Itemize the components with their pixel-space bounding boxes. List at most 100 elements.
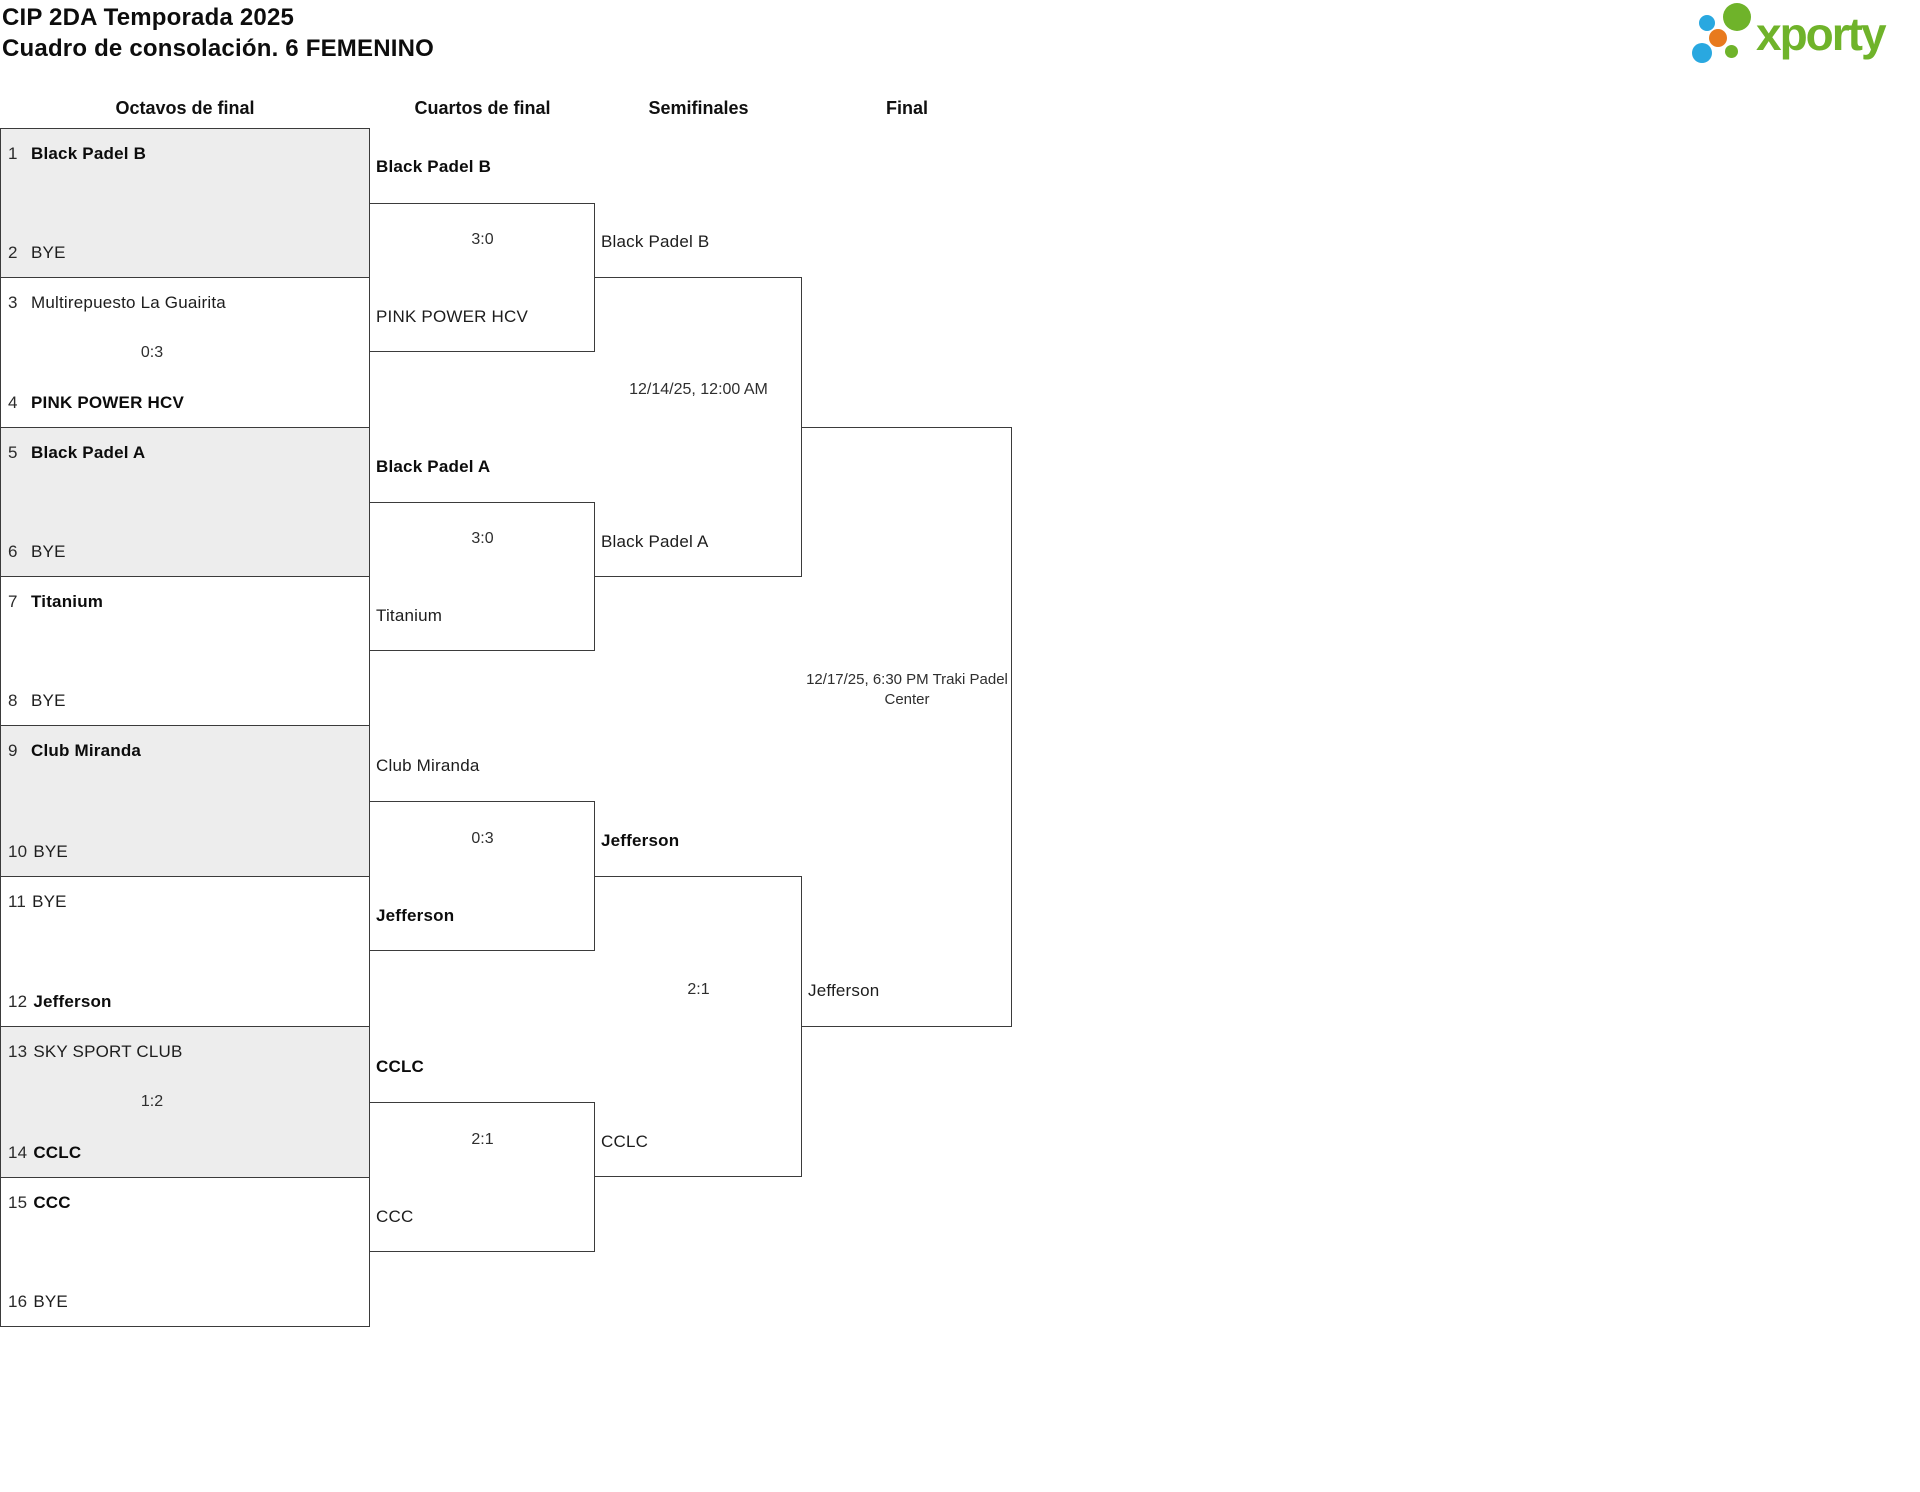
- team-name: CCLC: [33, 1143, 82, 1162]
- sf2-score: 2:1: [687, 981, 710, 998]
- sf1-team1-label[interactable]: Black Padel B: [601, 232, 710, 251]
- qf4-team2-label[interactable]: CCC: [376, 1207, 414, 1226]
- seed-number: 12: [8, 992, 28, 1011]
- team-slot[interactable]: 16 BYE: [8, 1292, 68, 1312]
- xporty-logo[interactable]: xporty: [1688, 0, 1920, 72]
- qf4-team1-label[interactable]: CCLC: [376, 1057, 425, 1076]
- qf4-score: 2:1: [471, 1131, 494, 1148]
- team-slot[interactable]: 14 CCLC: [8, 1143, 81, 1163]
- r16-match-6[interactable]: 11 BYE 12 Jefferson: [0, 876, 370, 1026]
- bracket-subtitle: Cuadro de consolación. 6 FEMENINO: [2, 35, 434, 62]
- r16-match-7[interactable]: 13 SKY SPORT CLUB 1:2 14 CCLC: [0, 1026, 370, 1177]
- logo-dot-orange-icon: [1709, 29, 1727, 47]
- round-header-cuartos: Cuartos de final: [414, 98, 551, 118]
- team-name: BYE: [33, 1292, 68, 1311]
- round-header-octavos: Octavos de final: [115, 98, 255, 118]
- team-slot[interactable]: 13 SKY SPORT CLUB: [8, 1042, 183, 1062]
- team-name: BYE: [33, 842, 68, 861]
- match-score: [1, 492, 303, 512]
- team-slot[interactable]: 4 PINK POWER HCV: [8, 393, 184, 413]
- team-name: SKY SPORT CLUB: [33, 1042, 183, 1061]
- match-score: 1:2: [140, 1093, 164, 1110]
- qf-match-2-box[interactable]: [370, 502, 595, 651]
- qf1-team1-label[interactable]: Black Padel B: [376, 157, 492, 176]
- team-name: Black Padel B: [31, 144, 147, 163]
- seed-number: 1: [8, 144, 18, 163]
- seed-number: 16: [8, 1292, 28, 1311]
- team-name: Jefferson: [33, 992, 112, 1011]
- qf3-team2-label[interactable]: Jefferson: [376, 906, 455, 925]
- team-slot[interactable]: 11 BYE: [8, 892, 67, 912]
- round-header-semifinales: Semifinales: [648, 98, 749, 118]
- match-score: [1, 641, 303, 661]
- team-name: BYE: [31, 691, 66, 710]
- team-name: BYE: [31, 542, 66, 561]
- logo-dot-blue-large-icon: [1692, 43, 1712, 63]
- qf2-team1-label[interactable]: Black Padel A: [376, 457, 491, 476]
- match-score: [1, 193, 303, 213]
- sf2-team1-label[interactable]: Jefferson: [601, 831, 680, 850]
- team-name: BYE: [32, 892, 67, 911]
- qf2-team2-label[interactable]: Titanium: [376, 606, 443, 625]
- team-name: BYE: [31, 243, 66, 262]
- qf-match-4-box[interactable]: [370, 1102, 595, 1252]
- qf-match-3-box[interactable]: [370, 801, 595, 951]
- sf2-team2-label[interactable]: CCLC: [601, 1132, 649, 1151]
- logo-dot-green-large-icon: [1723, 3, 1751, 31]
- logo-wordmark: xporty: [1756, 8, 1887, 60]
- r16-match-4[interactable]: 7 Titanium 8 BYE: [0, 576, 370, 725]
- team-name: Club Miranda: [31, 741, 142, 760]
- tournament-title: CIP 2DA Temporada 2025: [2, 4, 295, 31]
- sf1-team2-label[interactable]: Black Padel A: [601, 532, 709, 551]
- seed-number: 14: [8, 1143, 28, 1162]
- match-score: [1, 1242, 303, 1262]
- seed-number: 3: [8, 293, 18, 312]
- seed-number: 9: [8, 741, 18, 760]
- round-header-final: Final: [885, 98, 928, 118]
- sf1-schedule: 12/14/25, 12:00 AM: [629, 381, 768, 398]
- match-score: 0:3: [140, 343, 164, 361]
- seed-number: 5: [8, 443, 18, 462]
- qf2-score: 3:0: [471, 530, 494, 547]
- final-schedule: 12/17/25, 6:30 PM Traki Padel Center: [806, 671, 1008, 708]
- qf-match-1-box[interactable]: [370, 203, 595, 352]
- team-slot[interactable]: 12 Jefferson: [8, 992, 112, 1012]
- seed-number: 11: [8, 892, 27, 911]
- seed-number: 6: [8, 542, 18, 561]
- final-team2-label[interactable]: Jefferson: [808, 981, 880, 1000]
- team-slot[interactable]: 6 BYE: [8, 542, 66, 562]
- sf-match-1-box[interactable]: [595, 277, 802, 577]
- team-slot[interactable]: 5 Black Padel A: [8, 443, 145, 463]
- team-name: Black Padel A: [31, 443, 146, 462]
- team-slot[interactable]: 10 BYE: [8, 842, 68, 862]
- seed-number: 13: [8, 1042, 28, 1061]
- seed-number: 4: [8, 393, 18, 412]
- team-name: Titanium: [31, 592, 104, 611]
- r16-match-3[interactable]: 5 Black Padel A 6 BYE: [0, 427, 370, 576]
- seed-number: 8: [8, 691, 18, 710]
- team-slot[interactable]: 7 Titanium: [8, 592, 103, 612]
- qf3-team1-label[interactable]: Club Miranda: [376, 756, 480, 775]
- team-slot[interactable]: 8 BYE: [8, 691, 66, 711]
- r16-match-5[interactable]: 9 Club Miranda 10 BYE: [0, 725, 370, 876]
- sf-match-2-box[interactable]: [595, 876, 802, 1177]
- final-match-box[interactable]: [802, 427, 1012, 1027]
- team-name: CCC: [33, 1193, 71, 1212]
- qf3-score: 0:3: [471, 830, 494, 847]
- qf1-team2-label[interactable]: PINK POWER HCV: [376, 307, 529, 326]
- seed-number: 7: [8, 592, 18, 611]
- qf1-score: 3:0: [471, 231, 494, 248]
- logo-dot-green-small-icon: [1725, 45, 1738, 58]
- seed-number: 10: [8, 842, 28, 861]
- team-slot[interactable]: 9 Club Miranda: [8, 741, 141, 761]
- team-name: PINK POWER HCV: [31, 393, 184, 412]
- team-slot[interactable]: 1 Black Padel B: [8, 144, 146, 164]
- match-score: [1, 791, 303, 811]
